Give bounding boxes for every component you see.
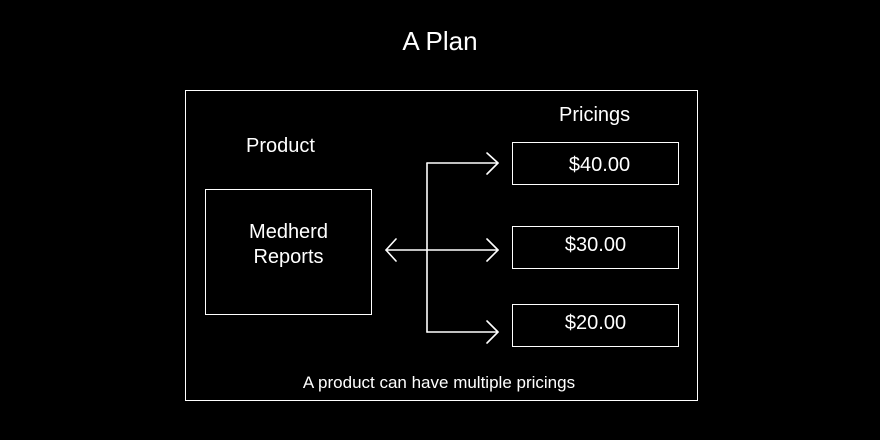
price-value-2: $30.00 [564, 234, 627, 256]
caption-text: A product can have multiple pricings [302, 373, 576, 392]
product-name-line2: Reports [253, 246, 324, 268]
arrowhead-to-price-2 [486, 238, 499, 262]
price-box-1: $40.00 [512, 142, 679, 185]
price-value-3: $20.00 [564, 312, 627, 334]
product-name-line1: Medherd [249, 221, 328, 243]
product-box: Medherd Reports [205, 189, 372, 315]
product-label: Product [246, 135, 315, 157]
diagram-title: A Plan [402, 26, 478, 56]
plan-frame [185, 90, 698, 401]
price-box-3: $20.00 [512, 304, 679, 347]
arrowhead-to-price-1 [486, 152, 499, 175]
price-value-1: $40.00 [568, 154, 631, 176]
pricings-label: Pricings [559, 104, 631, 126]
price-box-2: $30.00 [512, 226, 679, 269]
diagram-caption: A product can have multiple pricings [0, 373, 880, 393]
arrowhead-to-price-3 [486, 320, 499, 344]
